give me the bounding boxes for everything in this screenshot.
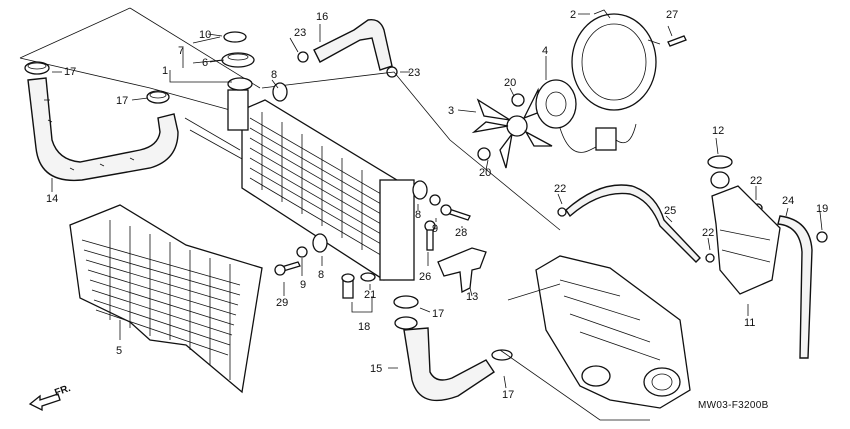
bolt-26: [424, 220, 436, 251]
callout-7: 7: [178, 45, 184, 57]
fan-blade-3: [471, 87, 553, 169]
callout-23-upper: 23: [294, 27, 306, 39]
callout-22-mid: 22: [702, 227, 714, 239]
callout-13: 13: [466, 291, 478, 303]
callout-28: 28: [455, 227, 467, 239]
bracket-13: [437, 247, 487, 294]
callout-5: 5: [116, 345, 122, 357]
fan-shroud-2: [571, 9, 661, 111]
radiator-core: [227, 77, 415, 281]
bolt-23-upper: [297, 51, 309, 63]
grommet-8-lower: [312, 233, 328, 253]
callout-29: 29: [276, 297, 288, 309]
bolt-29: [274, 261, 301, 276]
hose-clamp-17-mid: [393, 295, 419, 309]
radiator-cap-6: [221, 52, 255, 68]
callout-20-lower: 20: [479, 167, 491, 179]
callout-16: 16: [316, 11, 328, 23]
hose-clamp-17-upper: [146, 90, 170, 104]
clip-22-mid: [705, 253, 715, 263]
cap-seal-10: [223, 31, 247, 43]
callout-1: 1: [162, 65, 168, 77]
grommet-8-mid: [412, 180, 428, 200]
reserve-tank-cap-12: [707, 155, 733, 189]
callout-14: 14: [46, 193, 58, 205]
callout-17-upper: 17: [116, 95, 128, 107]
callout-24: 24: [782, 195, 794, 207]
callout-3: 3: [448, 105, 454, 117]
collar-9-upper: [429, 194, 441, 206]
callout-17-left: 17: [64, 66, 76, 78]
callout-4: 4: [542, 45, 548, 57]
hose-16: [313, 19, 393, 71]
callout-23-right: 23: [408, 67, 420, 79]
thermo-switch-18: [341, 273, 355, 299]
callout-17-mid: 17: [432, 308, 444, 320]
callout-17-bottom: 17: [502, 389, 514, 401]
front-direction-label: FR.: [53, 383, 72, 399]
bolt-19: [816, 231, 828, 243]
callout-25: 25: [664, 205, 676, 217]
callout-10: 10: [199, 29, 211, 41]
hose-clamp-17-bottom: [491, 349, 513, 361]
bolt-27: [667, 35, 687, 47]
collar-9-lower: [296, 246, 308, 258]
callout-26: 26: [419, 271, 431, 283]
callout-8-upper: 8: [271, 69, 277, 81]
engine-housing: [535, 255, 691, 409]
callout-19: 19: [816, 203, 828, 215]
callout-27: 27: [666, 9, 678, 21]
washer-21: [360, 272, 376, 282]
callout-8-mid: 8: [415, 209, 421, 221]
overflow-hose-25: [565, 184, 701, 263]
callout-6: 6: [202, 57, 208, 69]
callout-20-upper: 20: [504, 77, 516, 89]
callout-2: 2: [570, 9, 576, 21]
callout-9-upper: 9: [432, 223, 438, 235]
clip-22-left: [557, 207, 567, 217]
callout-8-lower: 8: [318, 269, 324, 281]
front-direction-arrow-icon: [28, 393, 61, 412]
callout-21: 21: [364, 289, 376, 301]
hose-14: [27, 77, 179, 182]
bolt-28: [440, 204, 471, 221]
callout-18: 18: [358, 321, 370, 333]
diagram-code: MW03-F3200B: [698, 400, 769, 411]
breather-hose-24: [777, 215, 813, 359]
callout-12: 12: [712, 125, 724, 137]
callout-11: 11: [744, 317, 755, 329]
callout-22-left: 22: [554, 183, 566, 195]
grommet-8-upper: [272, 82, 288, 102]
hose-15: [403, 327, 495, 402]
callout-22-right: 22: [750, 175, 762, 187]
fan-motor-4: [535, 79, 637, 153]
callout-9-lower: 9: [300, 279, 306, 291]
hose-clamp-17-low: [394, 316, 418, 330]
nut-20-lower: [477, 147, 491, 161]
reserve-tank-11: [711, 185, 781, 295]
radiator-shroud-5: [69, 204, 263, 394]
nut-20-upper: [511, 93, 525, 107]
callout-15: 15: [370, 363, 382, 375]
